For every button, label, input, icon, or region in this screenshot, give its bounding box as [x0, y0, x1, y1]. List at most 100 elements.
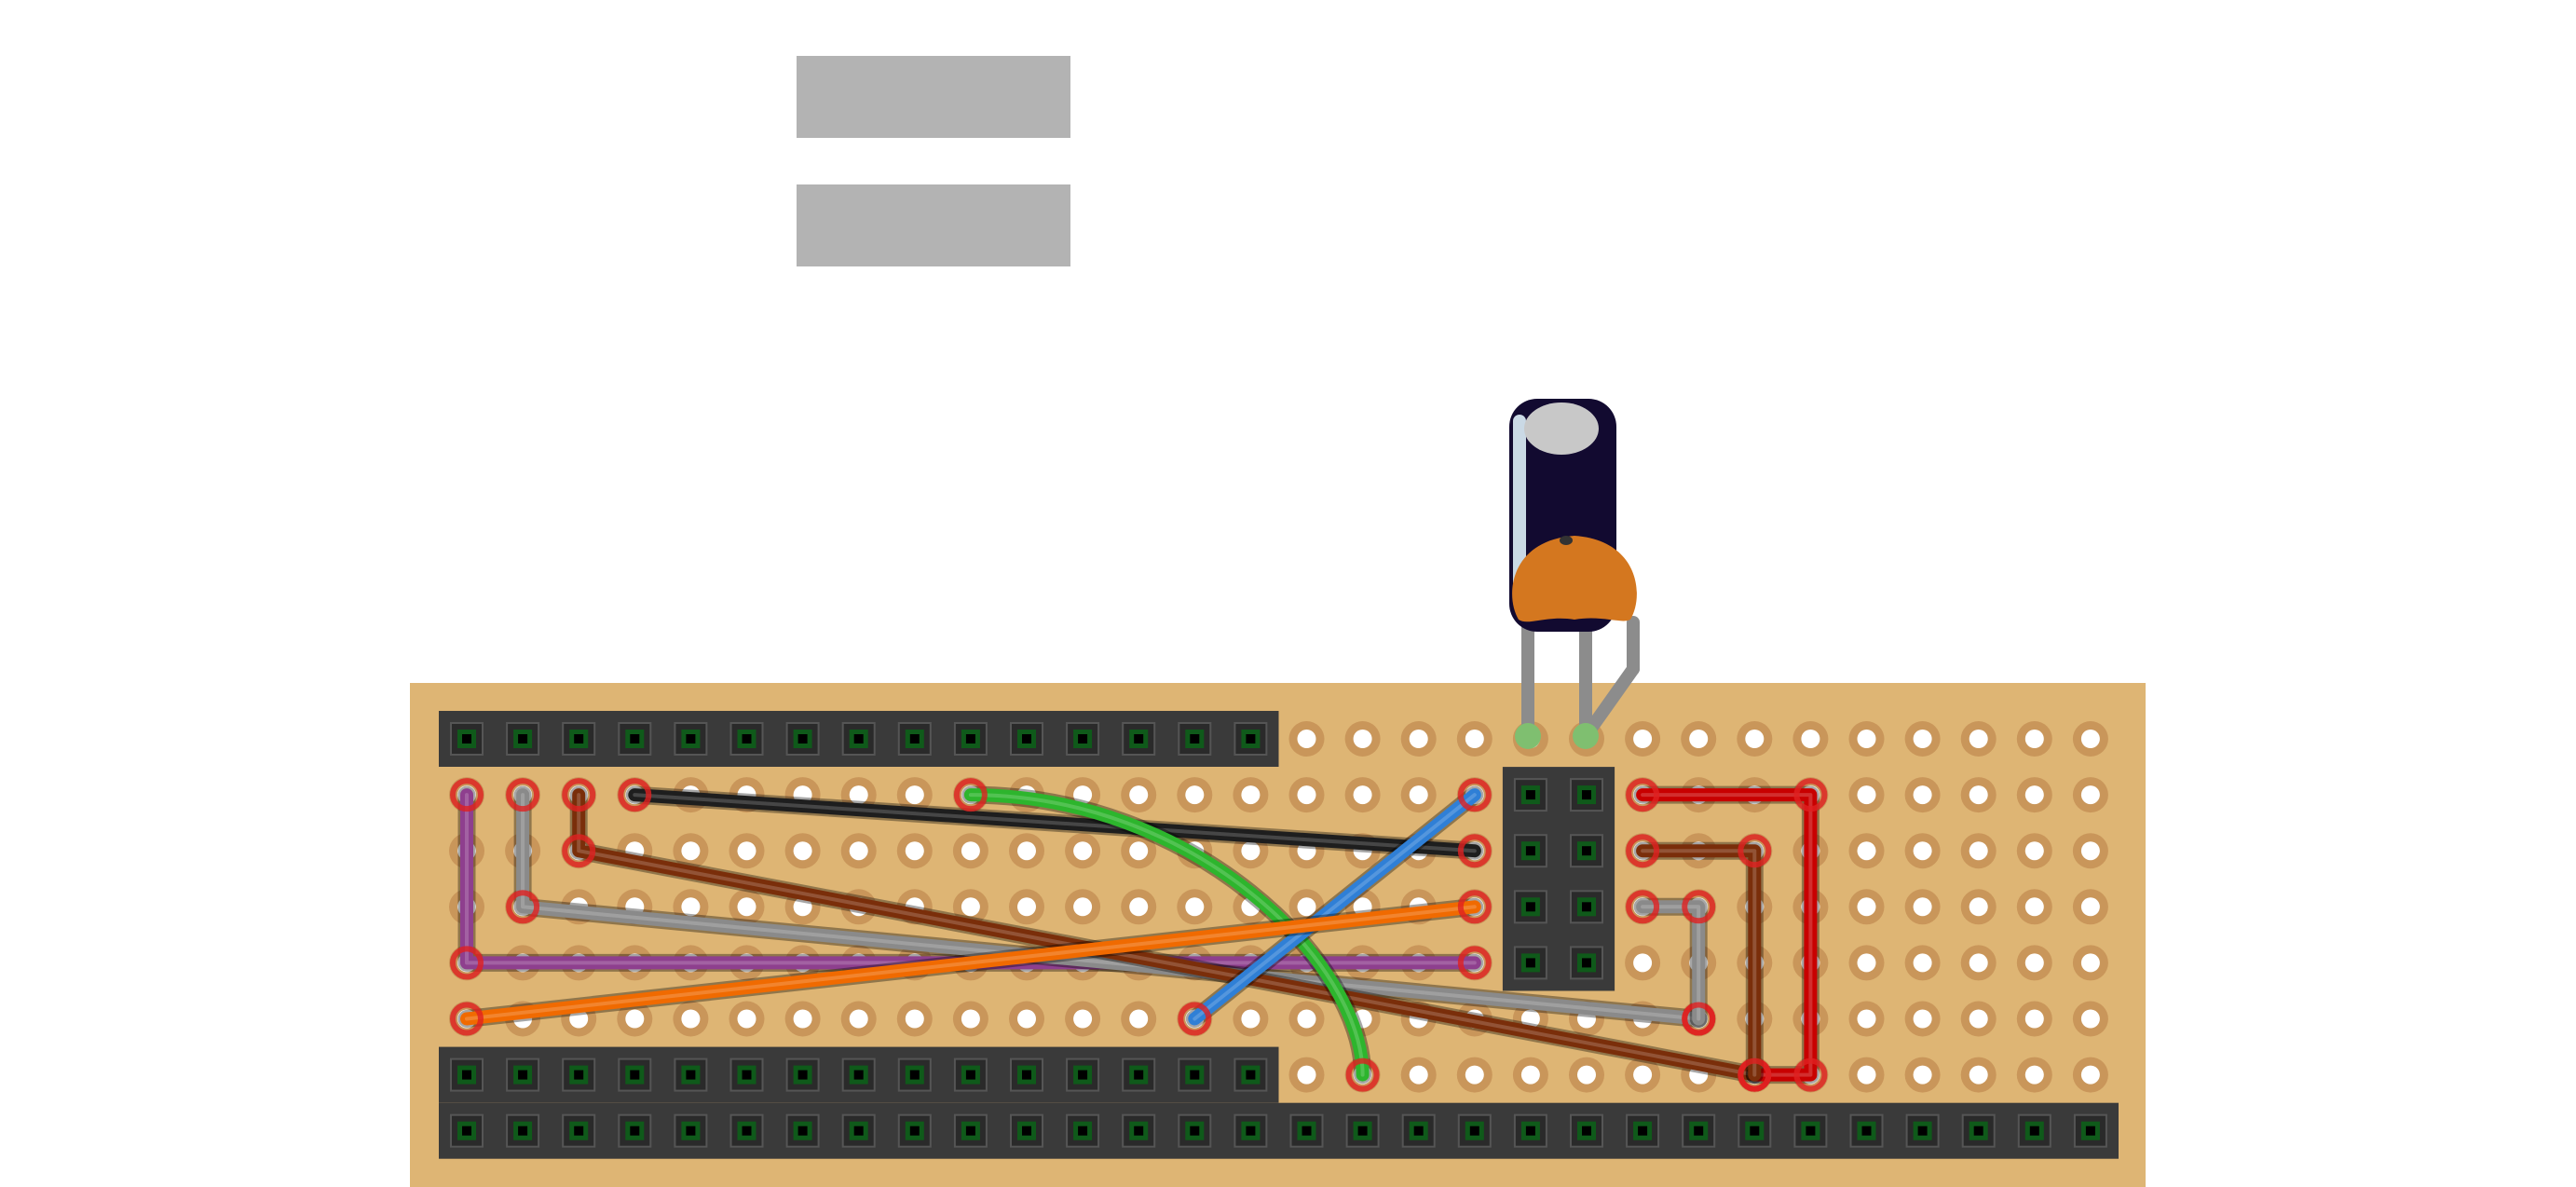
stripboard-hole	[2072, 1057, 2108, 1093]
header-pin	[1570, 778, 1603, 812]
stripboard-hole	[1121, 1001, 1157, 1037]
capacitor-leg-joints	[1515, 723, 1599, 749]
stripboard-hole	[1121, 833, 1157, 869]
header-pin	[1513, 1113, 1547, 1148]
ceramic-capacitor	[1512, 536, 1637, 622]
header-pin	[1345, 1113, 1380, 1148]
stripboard-hole	[1177, 777, 1213, 813]
header-pin	[1066, 722, 1100, 756]
header-pin	[897, 722, 932, 756]
stripboard-hole	[1737, 721, 1773, 757]
stripboard-hole	[1288, 721, 1325, 757]
stripboard-hole	[1904, 833, 1941, 869]
header-pin	[1010, 1113, 1043, 1148]
label-box-1	[797, 56, 1070, 138]
stripboard-hole	[1344, 777, 1381, 813]
stripboard-hole	[1625, 945, 1661, 981]
wire-endpoint	[1793, 778, 1828, 812]
header-pin	[1122, 1057, 1156, 1092]
stripboard-hole	[729, 1001, 765, 1037]
stripboard-hole	[1065, 1001, 1101, 1037]
header-pin	[1066, 1057, 1100, 1092]
stripboard-hole	[1848, 1001, 1885, 1037]
stripboard-hole	[840, 833, 877, 869]
header-pin	[1513, 778, 1547, 812]
stripboard-hole	[952, 1001, 988, 1037]
header-pin	[1401, 1113, 1436, 1148]
header-pin	[450, 1113, 484, 1148]
header-pin	[618, 1057, 652, 1092]
header-pin	[674, 722, 708, 756]
stripboard-hole	[1009, 833, 1044, 869]
header-pin	[1010, 1057, 1043, 1092]
header-pin	[562, 1113, 596, 1148]
header-pin	[1570, 890, 1603, 924]
wire-endpoint	[506, 778, 540, 812]
stripboard-hole	[1904, 889, 1941, 925]
stripboard-hole	[1288, 1057, 1325, 1093]
stripboard-hole	[2016, 721, 2052, 757]
header-pin	[1961, 1113, 1996, 1148]
stripboard-hole	[1960, 1057, 1997, 1093]
stripboard-hole	[1456, 721, 1492, 757]
stripboard-hole	[784, 1001, 821, 1037]
header-pin	[1122, 1113, 1156, 1148]
stripboard-hole	[1960, 1001, 1997, 1037]
header-pin	[562, 1057, 596, 1092]
header-pin	[785, 1113, 820, 1148]
header-pin	[674, 1113, 708, 1148]
header-pin	[1513, 834, 1547, 868]
stripboard-hole	[1288, 1001, 1325, 1037]
header-pin	[1122, 722, 1156, 756]
stripboard-hole	[1288, 777, 1325, 813]
stripboard-hole	[1904, 777, 1941, 813]
wire-endpoint	[450, 946, 484, 980]
header-pin	[1233, 1113, 1268, 1148]
stripboard-hole	[1121, 889, 1157, 925]
header-pin	[841, 1057, 876, 1092]
header-pin	[1626, 1113, 1660, 1148]
stripboard-hole	[1904, 945, 1941, 981]
stripboard-hole	[1400, 1057, 1437, 1093]
wire-endpoint	[1178, 1002, 1212, 1036]
header-pin	[1178, 1113, 1212, 1148]
header-pin	[785, 722, 820, 756]
header-pin	[1010, 722, 1043, 756]
wire-endpoint	[562, 778, 596, 812]
header-pin	[1793, 1113, 1828, 1148]
stripboard-hole	[2072, 721, 2108, 757]
stripboard-hole	[840, 1001, 877, 1037]
stripboard-hole	[2016, 1057, 2052, 1093]
header-pin	[1570, 946, 1603, 980]
stripboard-hole	[1177, 889, 1213, 925]
stripboard-hole	[1960, 945, 1997, 981]
wire-endpoint	[1626, 778, 1660, 812]
stripboard-hole	[673, 1001, 709, 1037]
stripboard-hole	[1400, 777, 1437, 813]
header-pin	[1570, 1113, 1603, 1148]
header-pin	[1905, 1113, 1940, 1148]
wire-endpoint	[1682, 1002, 1716, 1036]
header-pin	[618, 722, 652, 756]
header-pin	[785, 1057, 820, 1092]
wire-endpoint	[450, 778, 484, 812]
stripboard-hole	[1065, 889, 1101, 925]
stripboard-hole	[1625, 721, 1661, 757]
header-pin	[1289, 1113, 1324, 1148]
wire-endpoint	[506, 890, 540, 924]
stripboard-hole	[1009, 1001, 1044, 1037]
wire-endpoint	[1626, 834, 1660, 868]
stripboard-hole	[896, 833, 933, 869]
stripboard-hole	[784, 833, 821, 869]
stripboard-hole	[1792, 721, 1829, 757]
header-pin	[1066, 1113, 1100, 1148]
header-pin	[1849, 1113, 1884, 1148]
header-pin	[729, 722, 764, 756]
header-pin	[841, 1113, 876, 1148]
wire-endpoint	[1457, 778, 1492, 812]
wire-brown-right	[1626, 834, 1772, 1092]
stripboard-hole	[1344, 721, 1381, 757]
stripboard-hole	[2072, 1001, 2108, 1037]
wire-orange	[450, 890, 1492, 1036]
header-pin	[729, 1057, 764, 1092]
